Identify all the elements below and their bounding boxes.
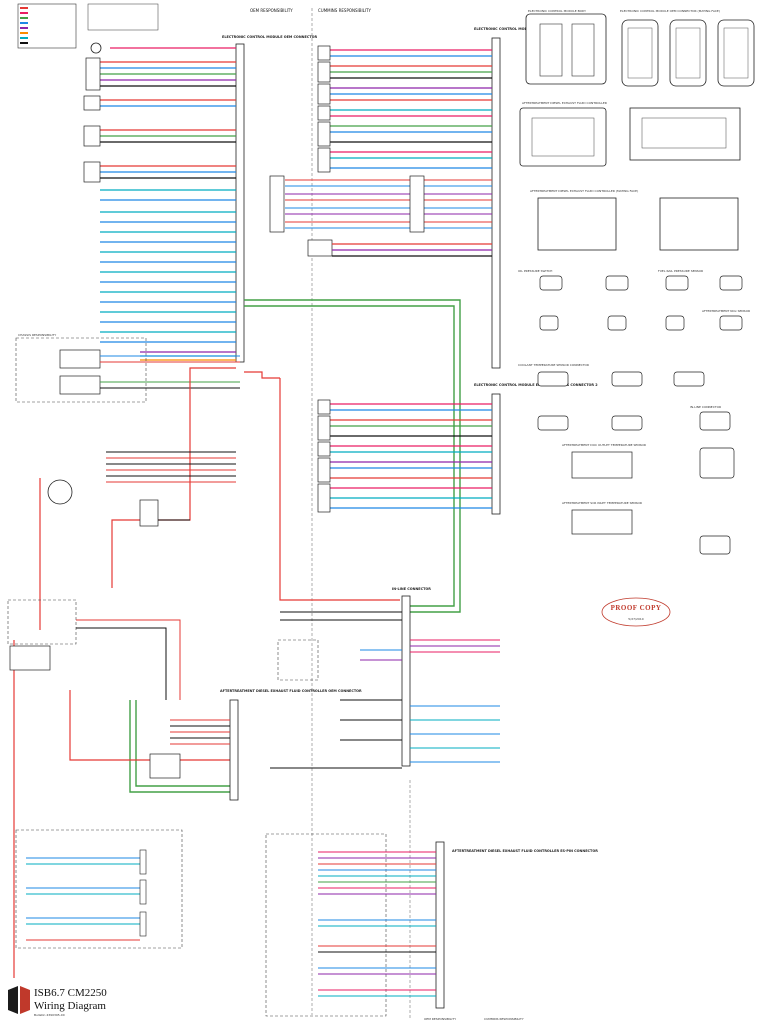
- aftertreatment-nox-sensors-block: CHASSIS RESPONSIBILITY: [15, 333, 240, 403]
- oem-circuit-wires: [100, 47, 236, 361]
- sensor-icon: [317, 441, 331, 457]
- engine-connector-1-face: [669, 19, 707, 87]
- proof-copy-stamp: PROOF COPY 5/27/2010: [601, 597, 671, 627]
- sensor-icon: [317, 415, 331, 441]
- title-line-2: Wiring Diagram: [34, 1000, 106, 1012]
- sensor-icon: [317, 83, 331, 105]
- proof-copy-date: 5/27/2010: [628, 617, 643, 621]
- svg-text:OIL PRESSURE SWITCH: OIL PRESSURE SWITCH: [518, 269, 552, 273]
- in-line-connector: IN-LINE CONNECTOR: [270, 587, 500, 1018]
- chassis-responsibility-label: CHASSIS RESPONSIBILITY: [18, 333, 56, 337]
- def-controller-oem-connector: AFTERTREATMENT DIESEL EXHAUST FLUID CONT…: [149, 689, 362, 801]
- title-block: ISB6.7 CM2250 Wiring Diagram Bulletin 43…: [2, 978, 152, 1022]
- def-controller-oem-label: AFTERTREATMENT DIESEL EXHAUST FLUID CONT…: [220, 689, 362, 693]
- def-controller-face-view: [629, 107, 741, 161]
- svg-text:ELECTRONIC CONTROL MODULE BODY: ELECTRONIC CONTROL MODULE BODY: [528, 9, 586, 13]
- fuel-pump-actuator: [307, 239, 492, 257]
- injector-wiring: [269, 175, 492, 233]
- sensor-icon: [317, 105, 331, 121]
- injector-icon: [269, 175, 285, 233]
- engine-sensors: [317, 45, 331, 173]
- injector-icon: [409, 175, 425, 233]
- connector-2-wires: [330, 403, 492, 509]
- connector-2-sensors: [317, 399, 331, 513]
- small-sensor-faces-row-1: OIL PRESSURE SWITCH FUEL RAIL PRESSURE S…: [518, 269, 743, 291]
- sensor-icon: [90, 42, 102, 54]
- svg-text:ELECTRONIC CONTROL MODULE OEM: ELECTRONIC CONTROL MODULE OEM CONNECTOR …: [620, 9, 720, 13]
- def-controller-es-label: AFTERTREATMENT DIESEL EXHAUST FLUID CONT…: [452, 849, 598, 853]
- svg-text:AFTERTREATMENT NOx SENSOR: AFTERTREATMENT NOx SENSOR: [702, 309, 750, 313]
- small-sensor-faces-row-4: IN-LINE CONNECTOR: [537, 405, 731, 431]
- relay-icon: [139, 499, 159, 527]
- sensor-icon: [317, 457, 331, 483]
- key-switch-icon: [47, 479, 73, 505]
- ecm-engine-connector-2-label: ELECTRONIC CONTROL MODULE ENGINE HARNESS…: [474, 383, 598, 387]
- oem-responsibility-header: OEM RESPONSIBILITY: [250, 8, 293, 13]
- page-header: OEM RESPONSIBILITY CUMMINS RESPONSIBILIT…: [17, 3, 371, 1015]
- ecm-oem-connector-label: ELECTRONIC CONTROL MODULE OEM CONNECTOR: [222, 35, 317, 39]
- def-controller-face-left: AFTERTREATMENT DIESEL EXHAUST FLUID CONT…: [530, 189, 638, 251]
- doc-scr-sensor-modules: AFTERTREATMENT DOC OUTLET TEMPERATURE SE…: [562, 443, 735, 555]
- def-controller-es-connector: AFTERTREATMENT DIESEL EXHAUST FLUID CONT…: [265, 833, 598, 1017]
- sensor-icon: [83, 161, 101, 183]
- svg-text:IN-LINE CONNECTOR: IN-LINE CONNECTOR: [690, 405, 721, 409]
- datalink-wires: [129, 299, 461, 793]
- engine-sensor-wires: [330, 49, 492, 169]
- cummins-logo: [8, 986, 30, 1014]
- oem-connector-face: ELECTRONIC CONTROL MODULE OEM CONNECTOR …: [620, 9, 720, 87]
- relay-icon: [149, 753, 181, 779]
- svg-text:AFTERTREATMENT DOC OUTLET TEMP: AFTERTREATMENT DOC OUTLET TEMPERATURE SE…: [562, 443, 646, 447]
- sensor-icon: [83, 125, 101, 147]
- proof-copy-text: PROOF COPY: [611, 604, 662, 612]
- connector-views: ELECTRONIC CONTROL MODULE BODY ELECTRONI…: [518, 9, 755, 555]
- def-controller-face-right: [659, 197, 739, 251]
- sensor-icon: [317, 399, 331, 415]
- small-sensor-faces-row-2: AFTERTREATMENT NOx SENSOR: [539, 309, 750, 331]
- oem-sensors: [83, 42, 102, 183]
- bulletin-number: Bulletin 4390395-00: [34, 1013, 65, 1017]
- def-tank-sensor-block: [15, 829, 183, 949]
- small-sensor-faces-row-3: COOLANT TEMPERATURE SENSOR CONNECTOR: [518, 363, 705, 387]
- svg-text:OEM RESPONSIBILITY: OEM RESPONSIBILITY: [424, 1017, 456, 1021]
- connector-icon: [85, 57, 101, 91]
- title-line-1: ISB6.7 CM2250: [34, 987, 107, 999]
- sensor-icon: [317, 45, 331, 61]
- engine-connector-2-face: [717, 19, 755, 87]
- sensor-icon: [317, 147, 331, 173]
- svg-text:FUEL RAIL PRESSURE SENSOR: FUEL RAIL PRESSURE SENSOR: [658, 269, 703, 273]
- sensor-icon: [317, 61, 331, 83]
- svg-text:AFTERTREATMENT SCR INLET TEMPE: AFTERTREATMENT SCR INLET TEMPERATURE SEN…: [562, 501, 642, 505]
- legend-color-key: [20, 7, 28, 44]
- ecm-body-view: ELECTRONIC CONTROL MODULE BODY: [525, 9, 607, 85]
- footer-labels: OEM RESPONSIBILITY CUMMINS RESPONSIBILIT…: [424, 1017, 524, 1021]
- svg-text:CUMMINS RESPONSIBILITY: CUMMINS RESPONSIBILITY: [484, 1017, 524, 1021]
- cummins-responsibility-header: CUMMINS RESPONSIBILITY: [318, 8, 371, 13]
- def-controller-view: AFTERTREATMENT DIESEL EXHAUST FLUID CONT…: [519, 101, 607, 167]
- sensor-icon: [317, 121, 331, 147]
- chassis-block: [7, 599, 181, 700]
- sensor-icon: [83, 95, 101, 111]
- svg-text:AFTERTREATMENT DIESEL EXHAUST: AFTERTREATMENT DIESEL EXHAUST FLUID CONT…: [522, 101, 607, 105]
- svg-text:AFTERTREATMENT DIESEL EXHAUST: AFTERTREATMENT DIESEL EXHAUST FLUID CONT…: [530, 189, 638, 193]
- ecm-engine-connector-2: ELECTRONIC CONTROL MODULE ENGINE HARNESS…: [474, 383, 598, 515]
- svg-text:COOLANT TEMPERATURE SENSOR CON: COOLANT TEMPERATURE SENSOR CONNECTOR: [518, 363, 589, 367]
- in-line-connector-label: IN-LINE CONNECTOR: [392, 587, 431, 591]
- sensor-icon: [317, 483, 331, 513]
